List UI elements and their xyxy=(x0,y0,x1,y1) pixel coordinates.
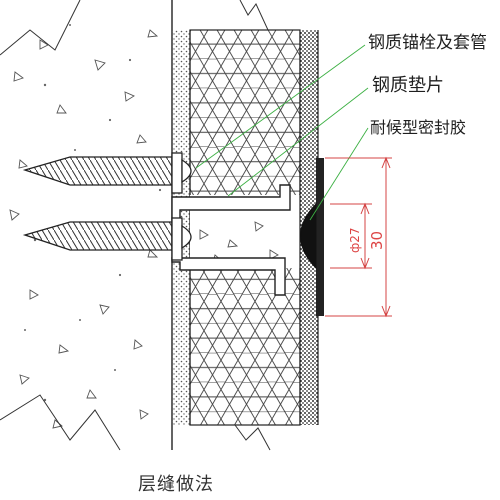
dimension-inner-label: ф27 xyxy=(348,227,362,253)
drawing-caption: 层缝做法 xyxy=(138,474,214,495)
callout-anchor-bolt: 钢质锚栓及套管 xyxy=(368,33,487,53)
anchor-bolt-upper xyxy=(22,152,192,194)
insulation-layer xyxy=(189,0,301,451)
dimension-lines xyxy=(325,156,392,318)
dimension-outer-label: 30 xyxy=(368,231,386,250)
leader-lines xyxy=(195,44,369,221)
callout-sealant: 耐候型密封胶 xyxy=(370,118,467,137)
anchor-bolt-lower xyxy=(22,217,192,261)
callout-steel-shim: 钢质垫片 xyxy=(372,75,444,96)
sealant-joint xyxy=(300,158,324,316)
